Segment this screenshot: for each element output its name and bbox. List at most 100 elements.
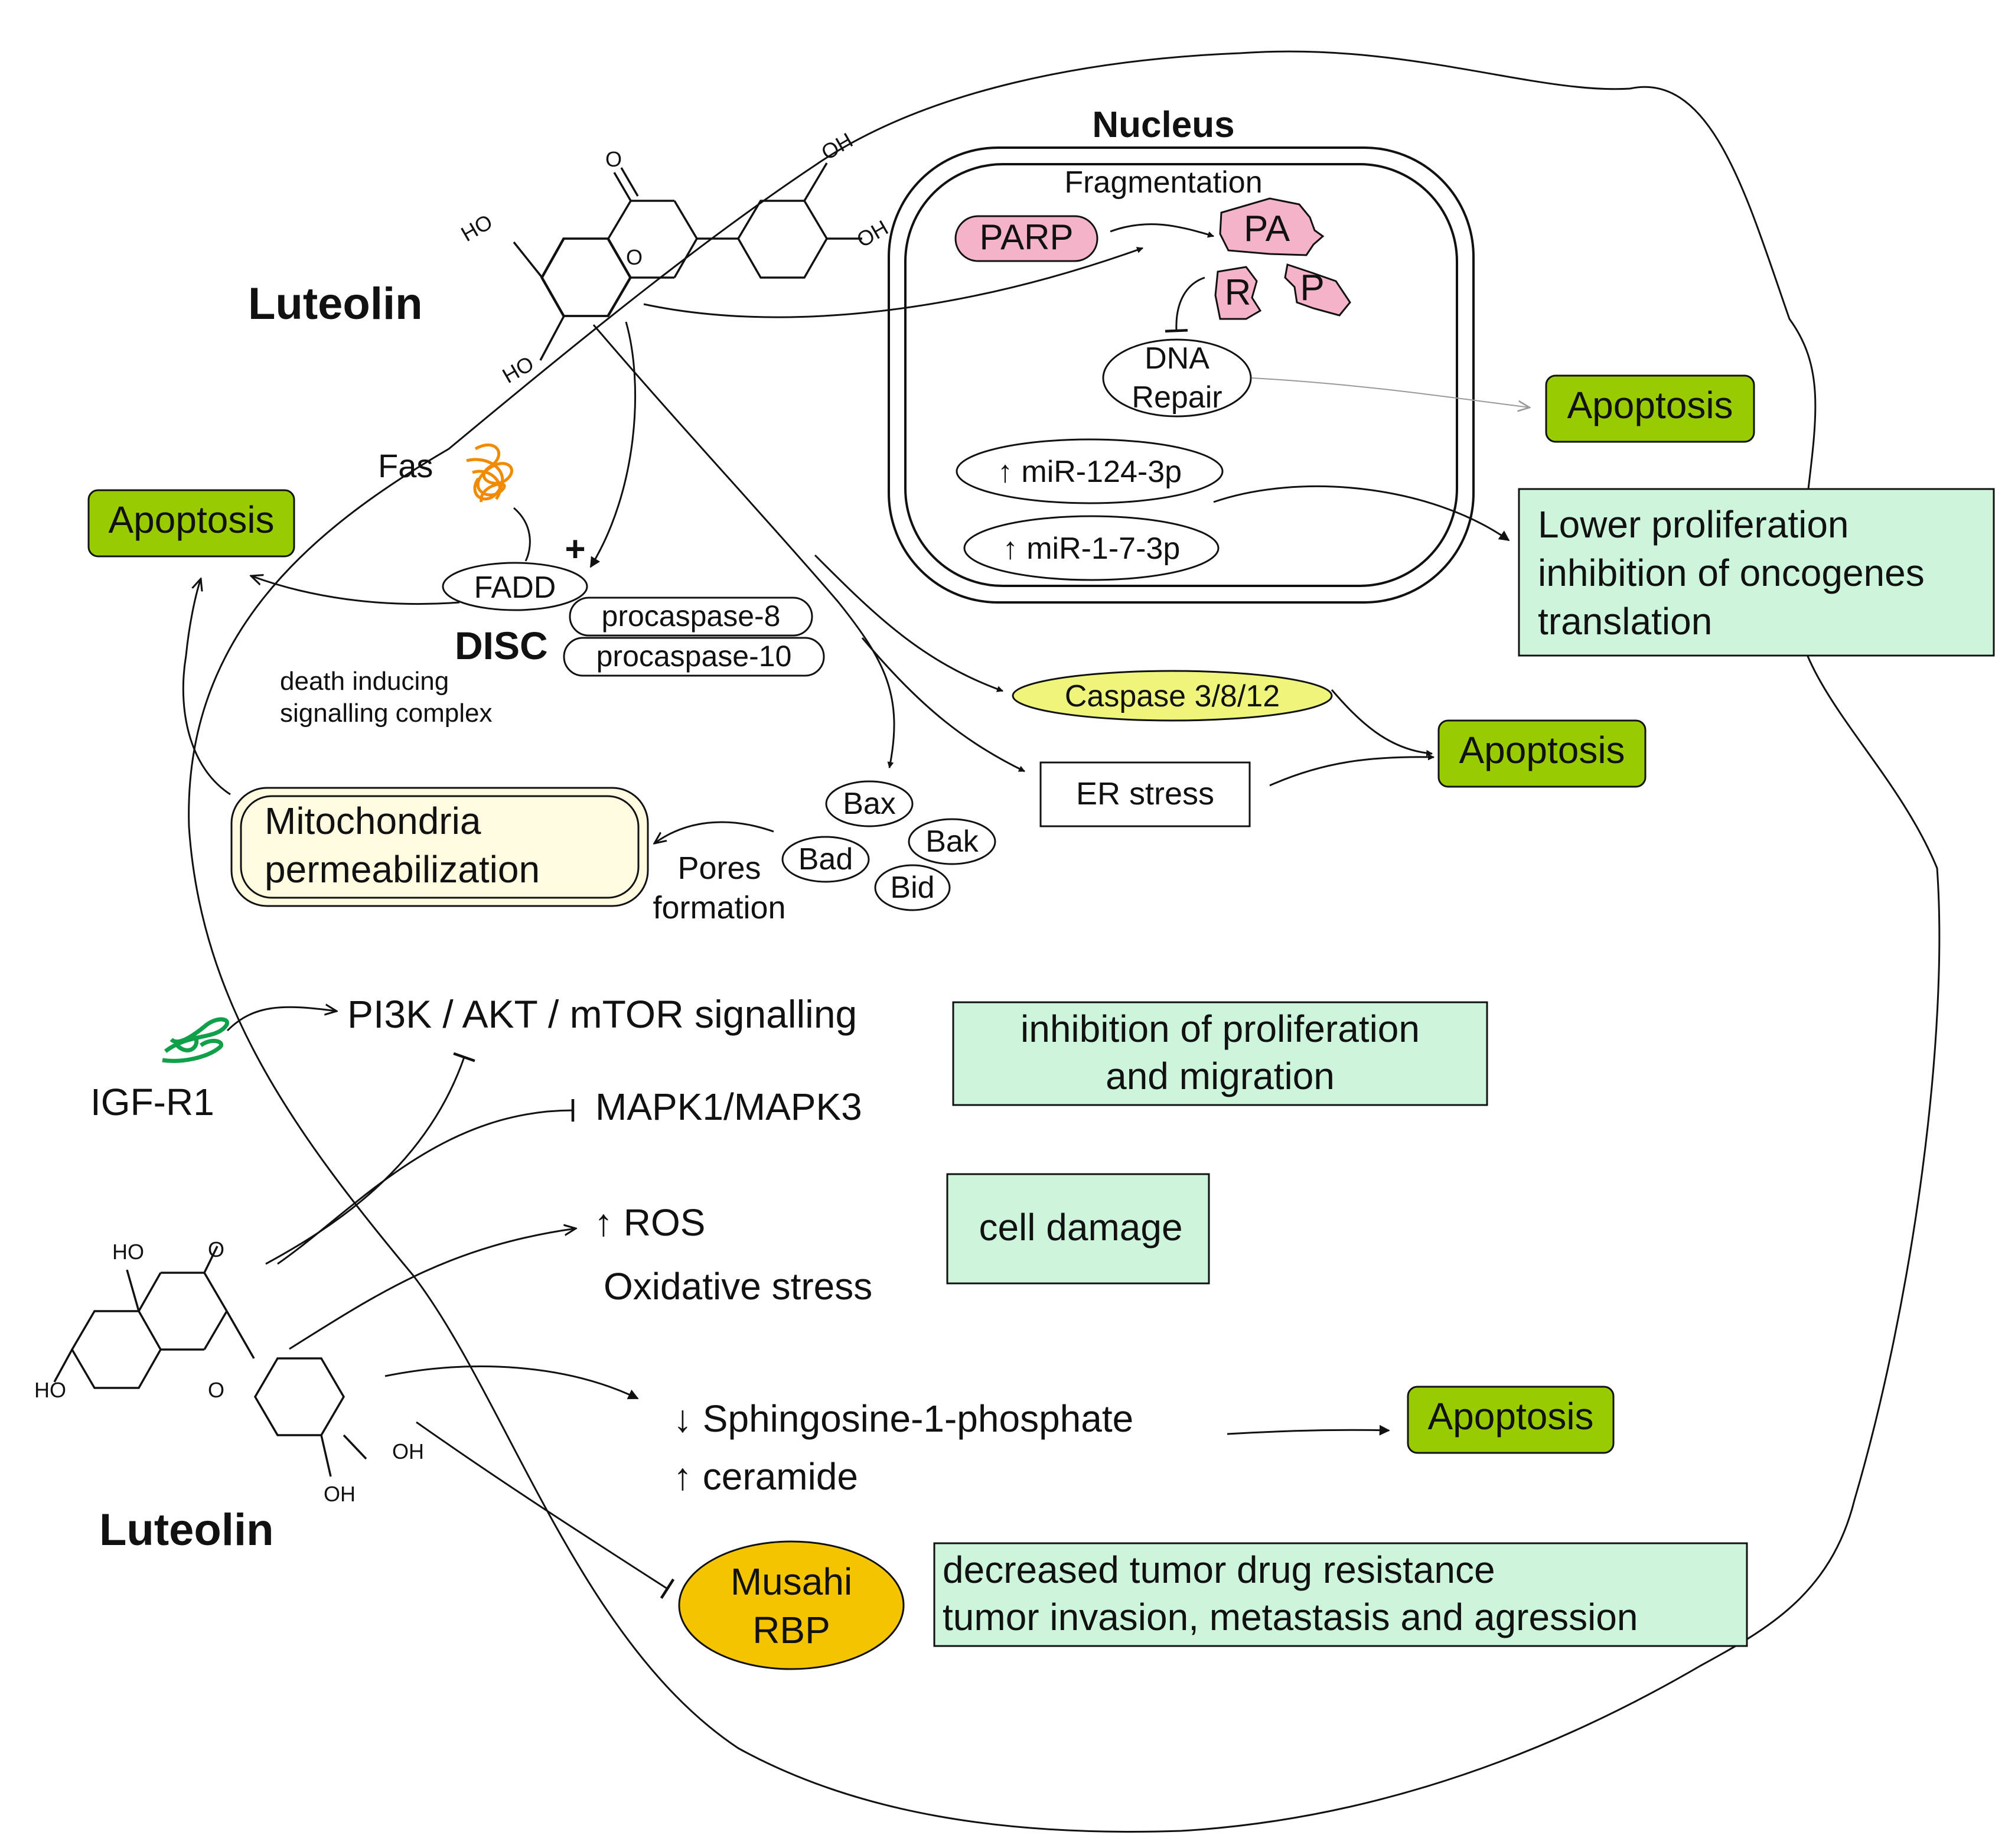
pa-fragment <box>1219 197 1325 256</box>
igfr1-label: IGF-R1 <box>90 1081 214 1123</box>
procaspase10-node <box>563 637 825 677</box>
parp-node <box>954 215 1098 262</box>
parp-to-pa-arrow <box>1110 223 1215 238</box>
s1p-to-apoptosis-arrow <box>1227 1425 1390 1436</box>
apoptosis-s1p-label: Apoptosis <box>1427 1395 1593 1438</box>
apoptosis-nucleus-label: Apoptosis <box>1567 384 1733 426</box>
pores-line-1: Pores <box>677 850 761 886</box>
luteolin-to-bax-arrow <box>592 324 895 769</box>
mir124-node <box>956 438 1224 504</box>
p-label: P <box>1300 268 1324 308</box>
fadd-node <box>442 562 588 611</box>
luteolin-structure-bottom <box>53 1246 367 1477</box>
disc-desc-line-1: death inducing <box>280 667 449 696</box>
fas-to-fadd-line <box>513 507 531 562</box>
nucleus-inner <box>904 163 1458 587</box>
caspase-label: Caspase 3/8/12 <box>1065 679 1280 713</box>
bak-node <box>908 818 996 865</box>
igfr1-receptor-icon <box>162 1017 230 1063</box>
bottom-chem-ho2: HO <box>34 1378 66 1402</box>
top-chem-ho2: HO <box>498 351 538 388</box>
procaspase8-label: procaspase-8 <box>602 599 781 633</box>
mitochondria-outer <box>230 787 649 907</box>
luteolin-to-fadd-arrow <box>589 321 637 568</box>
luteolin-to-er-stress-arrow <box>861 637 1025 773</box>
mir1-node <box>963 515 1220 581</box>
ceramide-label: ↑ ceramide <box>673 1455 858 1498</box>
er-stress-to-apoptosis-arrow <box>1269 754 1435 787</box>
bid-label: Bid <box>890 871 934 905</box>
fragments-inhibit-dna-repair <box>1165 276 1205 333</box>
apoptosis-box-disc <box>87 489 295 558</box>
fadd-label: FADD <box>474 571 556 605</box>
disc-desc-line-2: signalling complex <box>280 699 493 728</box>
apoptosis-box-er <box>1437 719 1647 788</box>
p-fragment <box>1284 263 1351 317</box>
pi3k-label: PI3K / AKT / mTOR signalling <box>347 992 857 1036</box>
inhibit-proliferation-box <box>952 1001 1488 1106</box>
bottom-chem-oh1: OH <box>392 1439 424 1464</box>
luteolin-top-label: Luteolin <box>248 279 423 329</box>
lower-proliferation-box <box>1518 488 1995 657</box>
bax-label: Bax <box>843 787 896 821</box>
apoptosis-box-s1p <box>1407 1386 1615 1454</box>
plus-sign: + <box>565 529 585 569</box>
lower-prolif-line-2: inhibition of oncogenes <box>1538 552 1925 594</box>
mito-line-1: Mitochondria <box>265 800 481 842</box>
dna-repair-to-apoptosis-arrow <box>1251 377 1530 408</box>
fragmentation-label: Fragmentation <box>1064 165 1262 200</box>
bottom-chem-oh2: OH <box>324 1482 356 1506</box>
drug-resist-line-2: tumor invasion, metastasis and agression <box>943 1596 1638 1638</box>
mir124-label: ↑ miR-124-3p <box>997 455 1182 489</box>
bottom-chem-o: O <box>208 1237 224 1262</box>
luteolin-to-nucleus-arrow <box>643 247 1144 318</box>
luteolin-to-caspase-arrow <box>814 554 1004 692</box>
bak-label: Bak <box>925 824 979 859</box>
musashi-node <box>678 1540 905 1670</box>
luteolin-to-s1p-arrow <box>384 1365 639 1400</box>
luteolin-inhibit-musashi <box>416 1421 675 1599</box>
igfr1-to-pi3k-arrow <box>226 1007 337 1032</box>
dna-repair-label-1: DNA <box>1145 341 1209 376</box>
ros-label: ↑ ROS <box>594 1201 705 1244</box>
luteolin-structure-top <box>513 162 862 361</box>
er-stress-label: ER stress <box>1076 776 1214 811</box>
top-chem-ho1: HO <box>457 209 497 246</box>
caspase-node <box>1012 670 1333 722</box>
s1p-label: ↓ Sphingosine-1-phosphate <box>673 1397 1133 1440</box>
luteolin-bottom-label: Luteolin <box>99 1505 274 1555</box>
bid-node <box>874 864 951 911</box>
bcl2-to-mitochondria-arrow <box>654 821 774 843</box>
r-fragment <box>1214 266 1262 320</box>
drug-resistance-box <box>933 1542 1748 1647</box>
procaspase8-node <box>569 597 813 637</box>
mitochondria-to-apoptosis-arrow <box>182 579 231 796</box>
top-chem-o: O <box>605 147 622 171</box>
disc-label: DISC <box>455 624 548 667</box>
fadd-to-apoptosis-arrow <box>251 576 460 605</box>
fas-receptor-icon <box>466 444 513 503</box>
bax-node <box>825 780 914 827</box>
oxidative-label: Oxidative stress <box>604 1265 872 1308</box>
inhib-prolif-line-2: and migration <box>1106 1055 1335 1097</box>
apoptosis-er-label: Apoptosis <box>1459 729 1625 771</box>
top-chem-oh2: OH <box>853 215 892 252</box>
lower-prolif-line-1: Lower proliferation <box>1538 503 1849 546</box>
er-stress-box <box>1039 761 1251 827</box>
bottom-chem-ring-o: O <box>208 1378 224 1402</box>
fas-label: Fas <box>378 447 433 484</box>
mitochondria-inner <box>240 795 640 899</box>
r-label: R <box>1225 272 1251 313</box>
luteolin-inhibit-mapk <box>277 1099 575 1265</box>
apoptosis-disc-label: Apoptosis <box>108 498 274 541</box>
apoptosis-box-nucleus <box>1545 374 1755 443</box>
mito-line-2: permeabilization <box>265 848 540 891</box>
mapk-label: MAPK1/MAPK3 <box>595 1086 862 1128</box>
bottom-chem-ho1: HO <box>112 1240 144 1264</box>
procaspase10-label: procaspase-10 <box>596 640 792 673</box>
caspase-to-apoptosis-arrow <box>1331 689 1433 757</box>
pa-label: PA <box>1244 208 1290 249</box>
inhib-prolif-line-1: inhibition of proliferation <box>1021 1008 1420 1050</box>
nucleus-label: Nucleus <box>1092 105 1234 145</box>
pores-line-2: formation <box>653 890 785 925</box>
